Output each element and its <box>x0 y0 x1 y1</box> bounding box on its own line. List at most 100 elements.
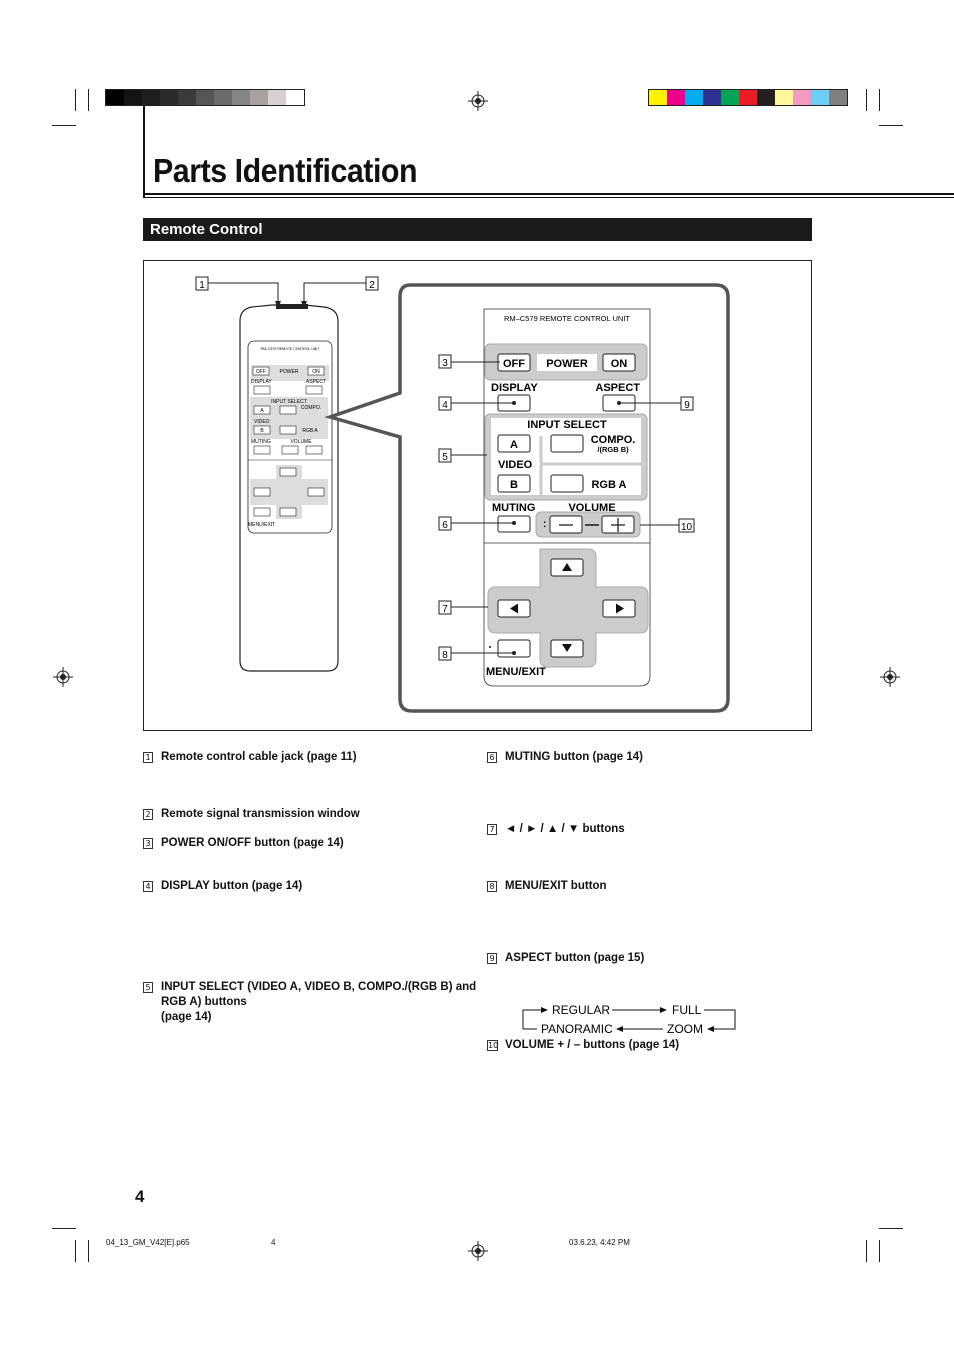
crop-mark <box>879 125 903 126</box>
crop-mark <box>52 125 76 126</box>
registration-target-icon <box>53 667 73 687</box>
page-title: Parts Identification <box>153 152 418 189</box>
footer-page: 4 <box>271 1238 276 1247</box>
title-rule <box>143 106 145 198</box>
crop-mark <box>879 89 880 111</box>
color-swatch <box>124 90 142 105</box>
title-rule <box>143 197 954 198</box>
color-swatch <box>178 90 196 105</box>
color-swatch <box>667 90 685 105</box>
color-swatch <box>286 90 304 105</box>
color-swatch <box>268 90 286 105</box>
on-button[interactable] <box>602 353 636 372</box>
crop-mark <box>75 1240 76 1262</box>
crop-mark <box>879 1228 903 1229</box>
item-number: 7 <box>487 824 497 835</box>
callout-2: 2 <box>369 280 375 291</box>
callout-10: 10 <box>681 522 693 533</box>
color-swatch <box>739 90 757 105</box>
item-number: 1 <box>143 752 153 763</box>
color-swatch <box>775 90 793 105</box>
item-number: 2 <box>143 809 153 820</box>
large-remote: RM–C579 REMOTE CONTROL UNIT OFF POWER ON… <box>483 308 651 687</box>
volume-colon: : <box>543 519 546 530</box>
title-rule <box>143 193 954 195</box>
item-text-line: RGB A) buttons <box>161 996 247 1008</box>
small-power-label: POWER <box>280 369 299 375</box>
zoom-label: ZOOM <box>667 1022 703 1036</box>
crop-mark <box>88 1240 89 1262</box>
item-text: Remote signal transmission window <box>161 808 360 820</box>
color-swatch <box>196 90 214 105</box>
small-b-label: B <box>260 428 264 434</box>
remote-diagram: RM–C579 REMOTE CONTROL UNIT OFF POWER ON… <box>195 276 730 713</box>
callout-7: 7 <box>442 604 448 615</box>
item-text: ASPECT button (page 15) <box>505 952 645 964</box>
color-swatch <box>793 90 811 105</box>
item-text: Remote control cable jack (page 11) <box>161 751 357 763</box>
color-swatch <box>685 90 703 105</box>
volume-label: VOLUME <box>568 502 615 514</box>
display-label: DISPLAY <box>491 382 538 394</box>
page-number: 4 <box>135 1187 145 1206</box>
item-text-line: (page 14) <box>161 1011 212 1023</box>
item-text: MUTING button (page 14) <box>505 751 643 763</box>
color-swatch <box>232 90 250 105</box>
callout-3: 3 <box>442 358 448 369</box>
right-arrow-icon <box>616 603 624 614</box>
compo-label: COMPO. <box>591 434 636 446</box>
section-heading: Remote Control <box>143 218 812 241</box>
small-aspect-label: ASPECT <box>306 379 326 385</box>
video-label: VIDEO <box>498 459 533 471</box>
item-text: POWER ON/OFF button (page 14) <box>161 837 344 849</box>
color-swatch <box>649 90 667 105</box>
small-display-label: DISPLAY <box>251 379 272 385</box>
a-label: A <box>510 439 518 451</box>
video-b-button[interactable] <box>497 474 531 493</box>
crop-mark <box>75 89 76 111</box>
down-arrow-icon <box>562 644 572 652</box>
footer-filename: 04_13_GM_V42[E].p65 <box>106 1238 190 1247</box>
item-number: 10 <box>487 1040 499 1051</box>
item-number: 6 <box>487 752 497 763</box>
crop-mark <box>866 89 867 111</box>
color-swatch <box>829 90 847 105</box>
crop-mark <box>88 89 89 111</box>
color-swatch <box>214 90 232 105</box>
small-remote: RM–C579 REMOTE CONTROL UNIT OFF POWER ON… <box>239 304 339 672</box>
callout-9: 9 <box>684 400 690 411</box>
footer-date: 03.6.23, 4:42 PM <box>569 1238 630 1247</box>
power-label-box <box>537 354 597 371</box>
color-swatch <box>160 90 178 105</box>
small-input-select-label: INPUT SELECT <box>271 399 307 405</box>
input-select-label: INPUT SELECT <box>527 419 607 431</box>
compo-button[interactable] <box>550 434 584 453</box>
item-number: 9 <box>487 953 497 964</box>
item-number: 4 <box>143 881 153 892</box>
muting-label: MUTING <box>492 502 535 514</box>
callout-markers: 3 4 5 6 7 8 9 10 <box>438 354 695 661</box>
small-menu-exit-label: MENU/EXIT <box>248 522 275 528</box>
item-text: VOLUME + / – buttons (page 14) <box>505 1039 680 1051</box>
color-swatch <box>721 90 739 105</box>
callout-4: 4 <box>442 400 448 411</box>
aspect-cycle-diagram: REGULAR FULL ZOOM PANORAMIC <box>522 1003 736 1036</box>
rgb-b-label: /(RGB B) <box>597 445 629 454</box>
small-a-label: A <box>260 408 264 414</box>
b-label: B <box>510 479 518 491</box>
callout-5: 5 <box>442 452 448 463</box>
item-number: 5 <box>143 982 153 993</box>
rgb-a-button[interactable] <box>550 474 584 493</box>
color-swatch <box>703 90 721 105</box>
small-off-label: OFF <box>256 369 266 375</box>
callout-8: 8 <box>442 650 448 661</box>
off-label: OFF <box>503 358 525 370</box>
item-text: ◄ / ► / ▲ / ▼ buttons <box>505 823 625 835</box>
regular-label: REGULAR <box>552 1003 610 1017</box>
small-rgb-a-label: RGB A <box>302 428 318 434</box>
registration-target-icon <box>468 91 488 111</box>
callout-6: 6 <box>442 520 448 531</box>
color-swatch <box>757 90 775 105</box>
small-on-label: ON <box>312 369 320 375</box>
video-a-button[interactable] <box>497 434 531 453</box>
